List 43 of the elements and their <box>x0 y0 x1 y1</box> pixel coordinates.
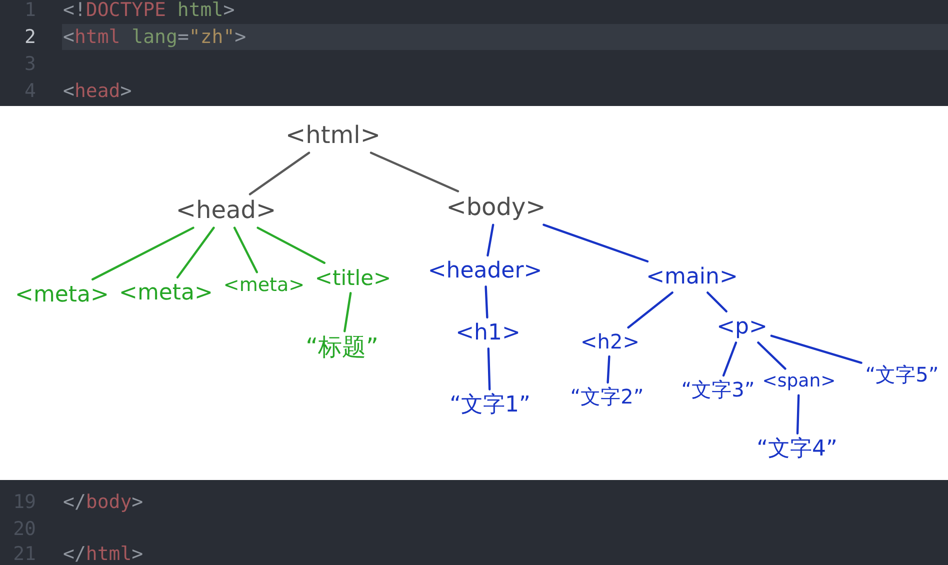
connector-line <box>248 152 310 196</box>
text-label: “文字5” <box>861 360 943 390</box>
connector-line <box>706 292 728 312</box>
connector-line <box>370 152 460 192</box>
tag-label: <head> <box>172 194 280 228</box>
connector-line <box>542 224 649 262</box>
code-line: <head> <box>63 81 132 101</box>
text-label: “文字2” <box>566 382 648 412</box>
connector-line <box>487 348 491 390</box>
connector-line <box>486 224 494 256</box>
tag-label: <header> <box>424 255 546 287</box>
text-label: “文字1” <box>446 389 534 421</box>
connector-line <box>796 394 800 434</box>
connector-line <box>770 334 862 364</box>
text-label: “文字4” <box>752 433 842 465</box>
tag-label: <h1> <box>452 317 524 349</box>
text-label: “文字3” <box>677 376 759 404</box>
tag-label: <meta> <box>219 272 309 300</box>
tag-label: <span> <box>758 368 840 396</box>
connector-line <box>176 226 215 278</box>
connector-line <box>344 292 352 332</box>
tag-label: <meta> <box>115 277 217 309</box>
connector-line <box>627 292 674 329</box>
connector-line <box>722 342 738 377</box>
tag-label: <p> <box>712 311 772 343</box>
code-line: </html> <box>63 544 144 564</box>
tag-label: <h2> <box>576 328 644 356</box>
tag-label: <main> <box>642 261 742 293</box>
connector-line <box>757 342 786 370</box>
text-label: “标题” <box>302 331 382 365</box>
code-line: <html lang="zh"> <box>63 27 246 47</box>
tag-label: <html> <box>282 119 384 153</box>
connector-line <box>606 355 610 384</box>
code-line: </body> <box>63 492 144 512</box>
connector-line <box>256 226 326 264</box>
connector-line <box>92 226 194 280</box>
tag-label: <meta> <box>11 279 113 311</box>
tag-label: <title> <box>310 262 396 294</box>
connector-line <box>233 226 258 274</box>
connector-line <box>484 286 488 318</box>
line-number: 2 <box>24 27 36 47</box>
tag-label: <body> <box>442 191 550 225</box>
code-line: <!DOCTYPE html> <box>63 0 235 20</box>
